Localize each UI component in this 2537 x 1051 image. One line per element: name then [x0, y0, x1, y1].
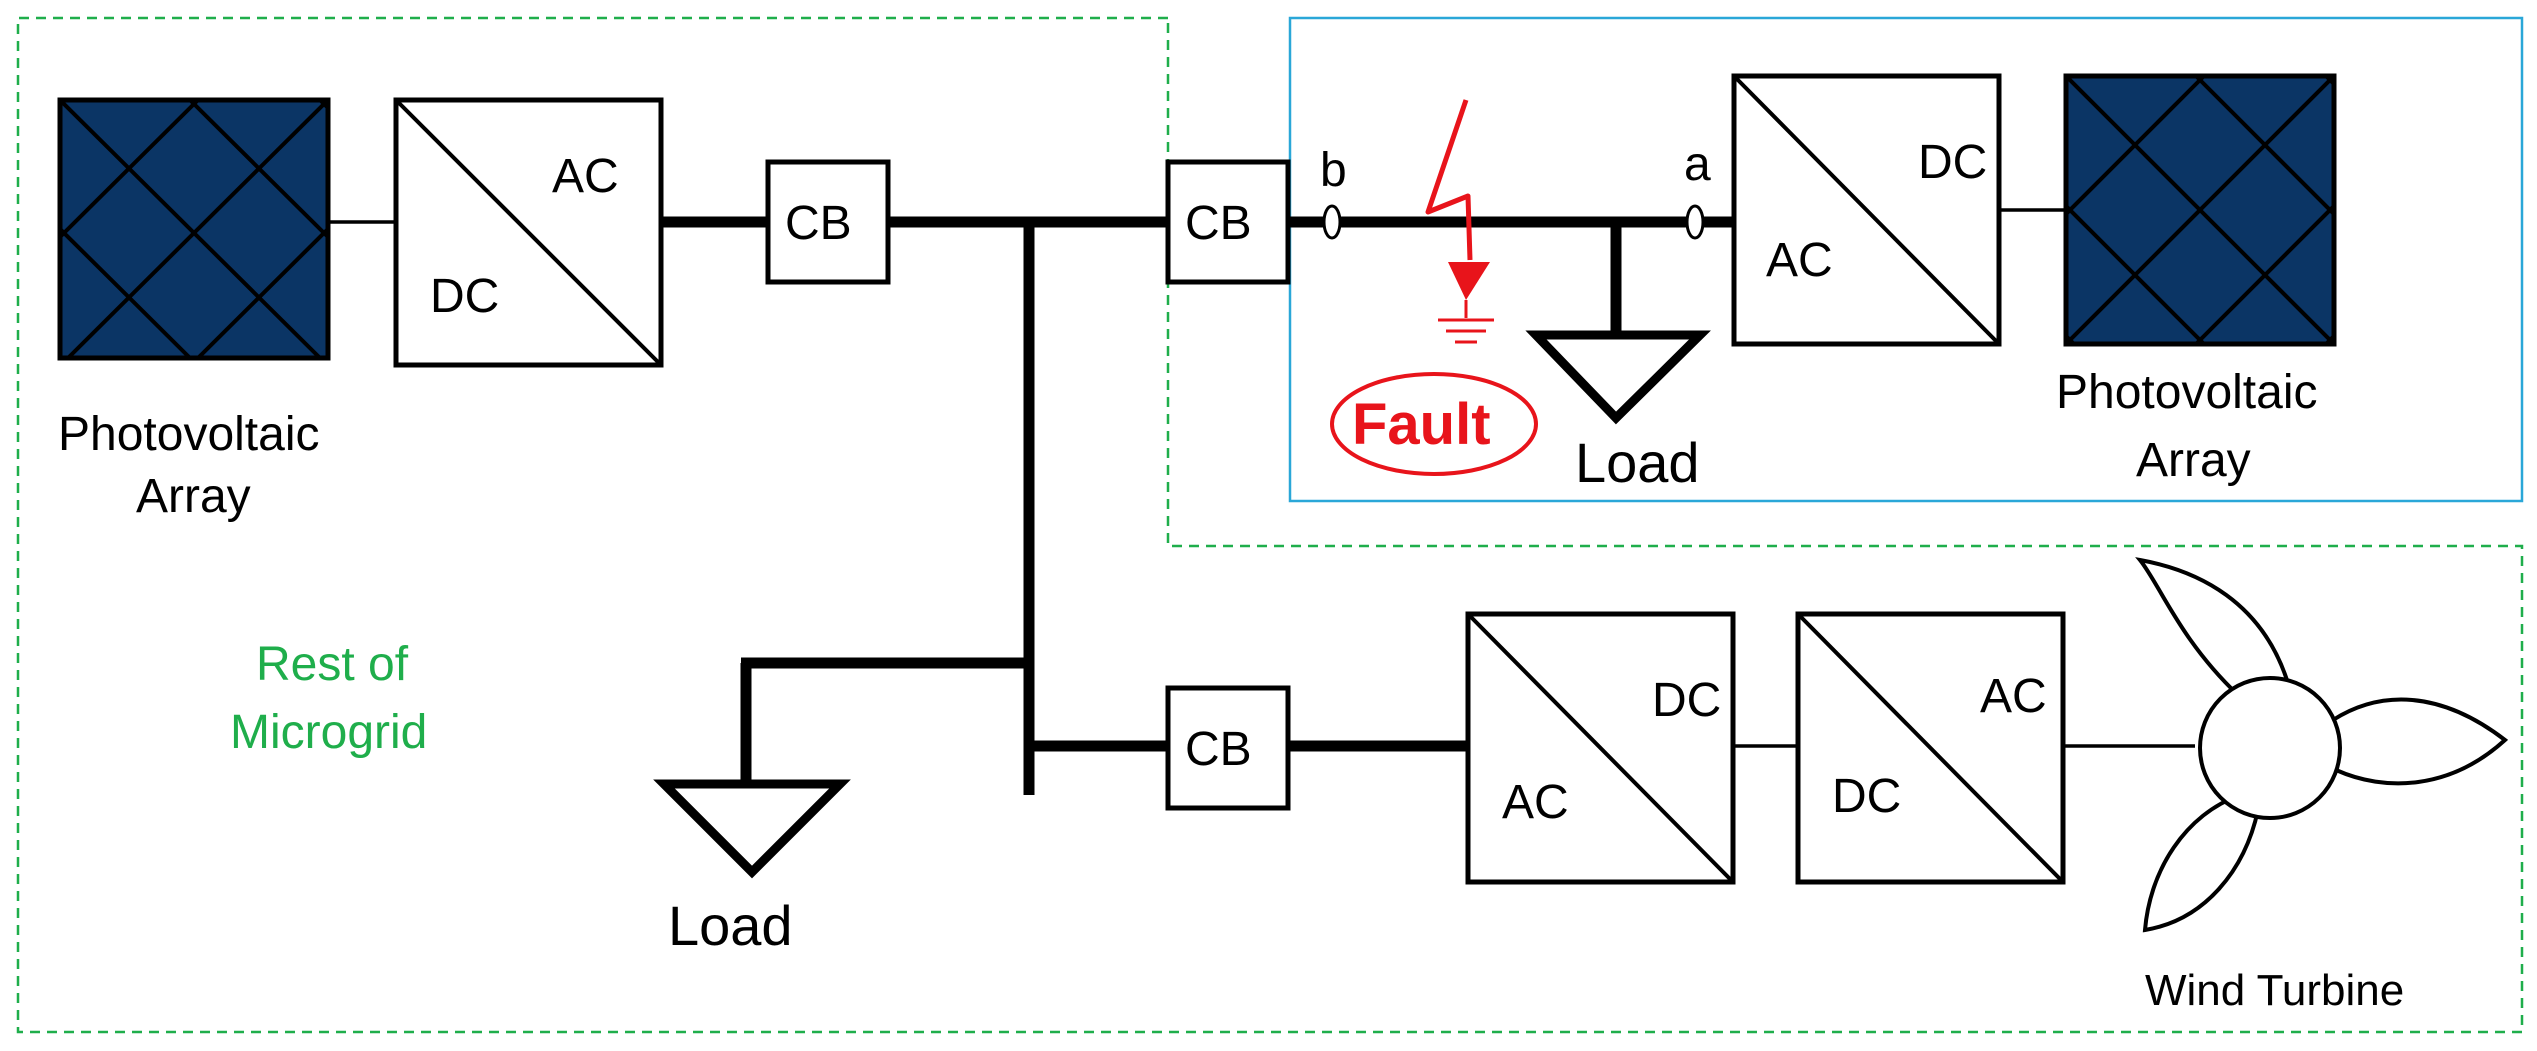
point-a-label: a — [1684, 138, 1711, 191]
fault-label: Fault — [1352, 392, 1491, 457]
bottom-load-label: Load — [668, 894, 793, 957]
wind-conv2-ac-label: AC — [1980, 670, 2047, 723]
cb1-label: CB — [785, 197, 852, 250]
conv-right-ac-label: AC — [1766, 234, 1833, 287]
current-sensor-b-icon — [1322, 204, 1342, 240]
wind-turbine-icon — [2135, 557, 2509, 933]
wind-turbine-label: Wind Turbine — [2145, 966, 2404, 1015]
converter-icon — [1731, 73, 2002, 347]
fault-label-ellipse — [1330, 372, 1538, 476]
wind-conv1-dc-label: DC — [1652, 674, 1721, 727]
conv-left-dc-label: DC — [430, 270, 499, 323]
fault-zone-load-label: Load — [1575, 431, 1700, 494]
circuit-breaker-2 — [1165, 159, 1291, 285]
converter-icon — [1465, 611, 1736, 885]
wind-conv2-dc-label: DC — [1832, 770, 1901, 823]
current-sensor-a-icon — [1685, 204, 1705, 240]
cb2-label: CB — [1185, 197, 1252, 250]
load-icon — [1525, 330, 1711, 425]
pv-right-label-line2: Array — [2136, 434, 2251, 487]
ground-icon — [1438, 300, 1494, 344]
conv-left-ac-label: AC — [552, 150, 619, 203]
fault-lightning-icon — [1425, 99, 1490, 300]
load-icon — [653, 779, 851, 879]
circuit-breaker-1 — [765, 159, 891, 285]
point-b-label: b — [1320, 144, 1347, 197]
photovoltaic-array-icon — [57, 97, 331, 361]
rest-of-microgrid-label-line1: Rest of — [256, 638, 409, 691]
converter-icon — [393, 97, 664, 368]
wind-conv1-ac-label: AC — [1502, 776, 1569, 829]
conv-right-dc-label: DC — [1918, 136, 1987, 189]
cb3-label: CB — [1185, 723, 1252, 776]
rest-of-microgrid-boundary — [16, 16, 2524, 1034]
pv-right-label-line1: Photovoltaic — [2056, 366, 2318, 419]
converter-icon — [1795, 611, 2066, 885]
circuit-breaker-3 — [1165, 685, 1291, 811]
rest-of-microgrid-label-line2: Microgrid — [230, 706, 427, 759]
pv-left-label-line1: Photovoltaic — [58, 408, 320, 461]
photovoltaic-array-icon — [2063, 73, 2337, 347]
pv-left-label-line2: Array — [136, 470, 251, 523]
